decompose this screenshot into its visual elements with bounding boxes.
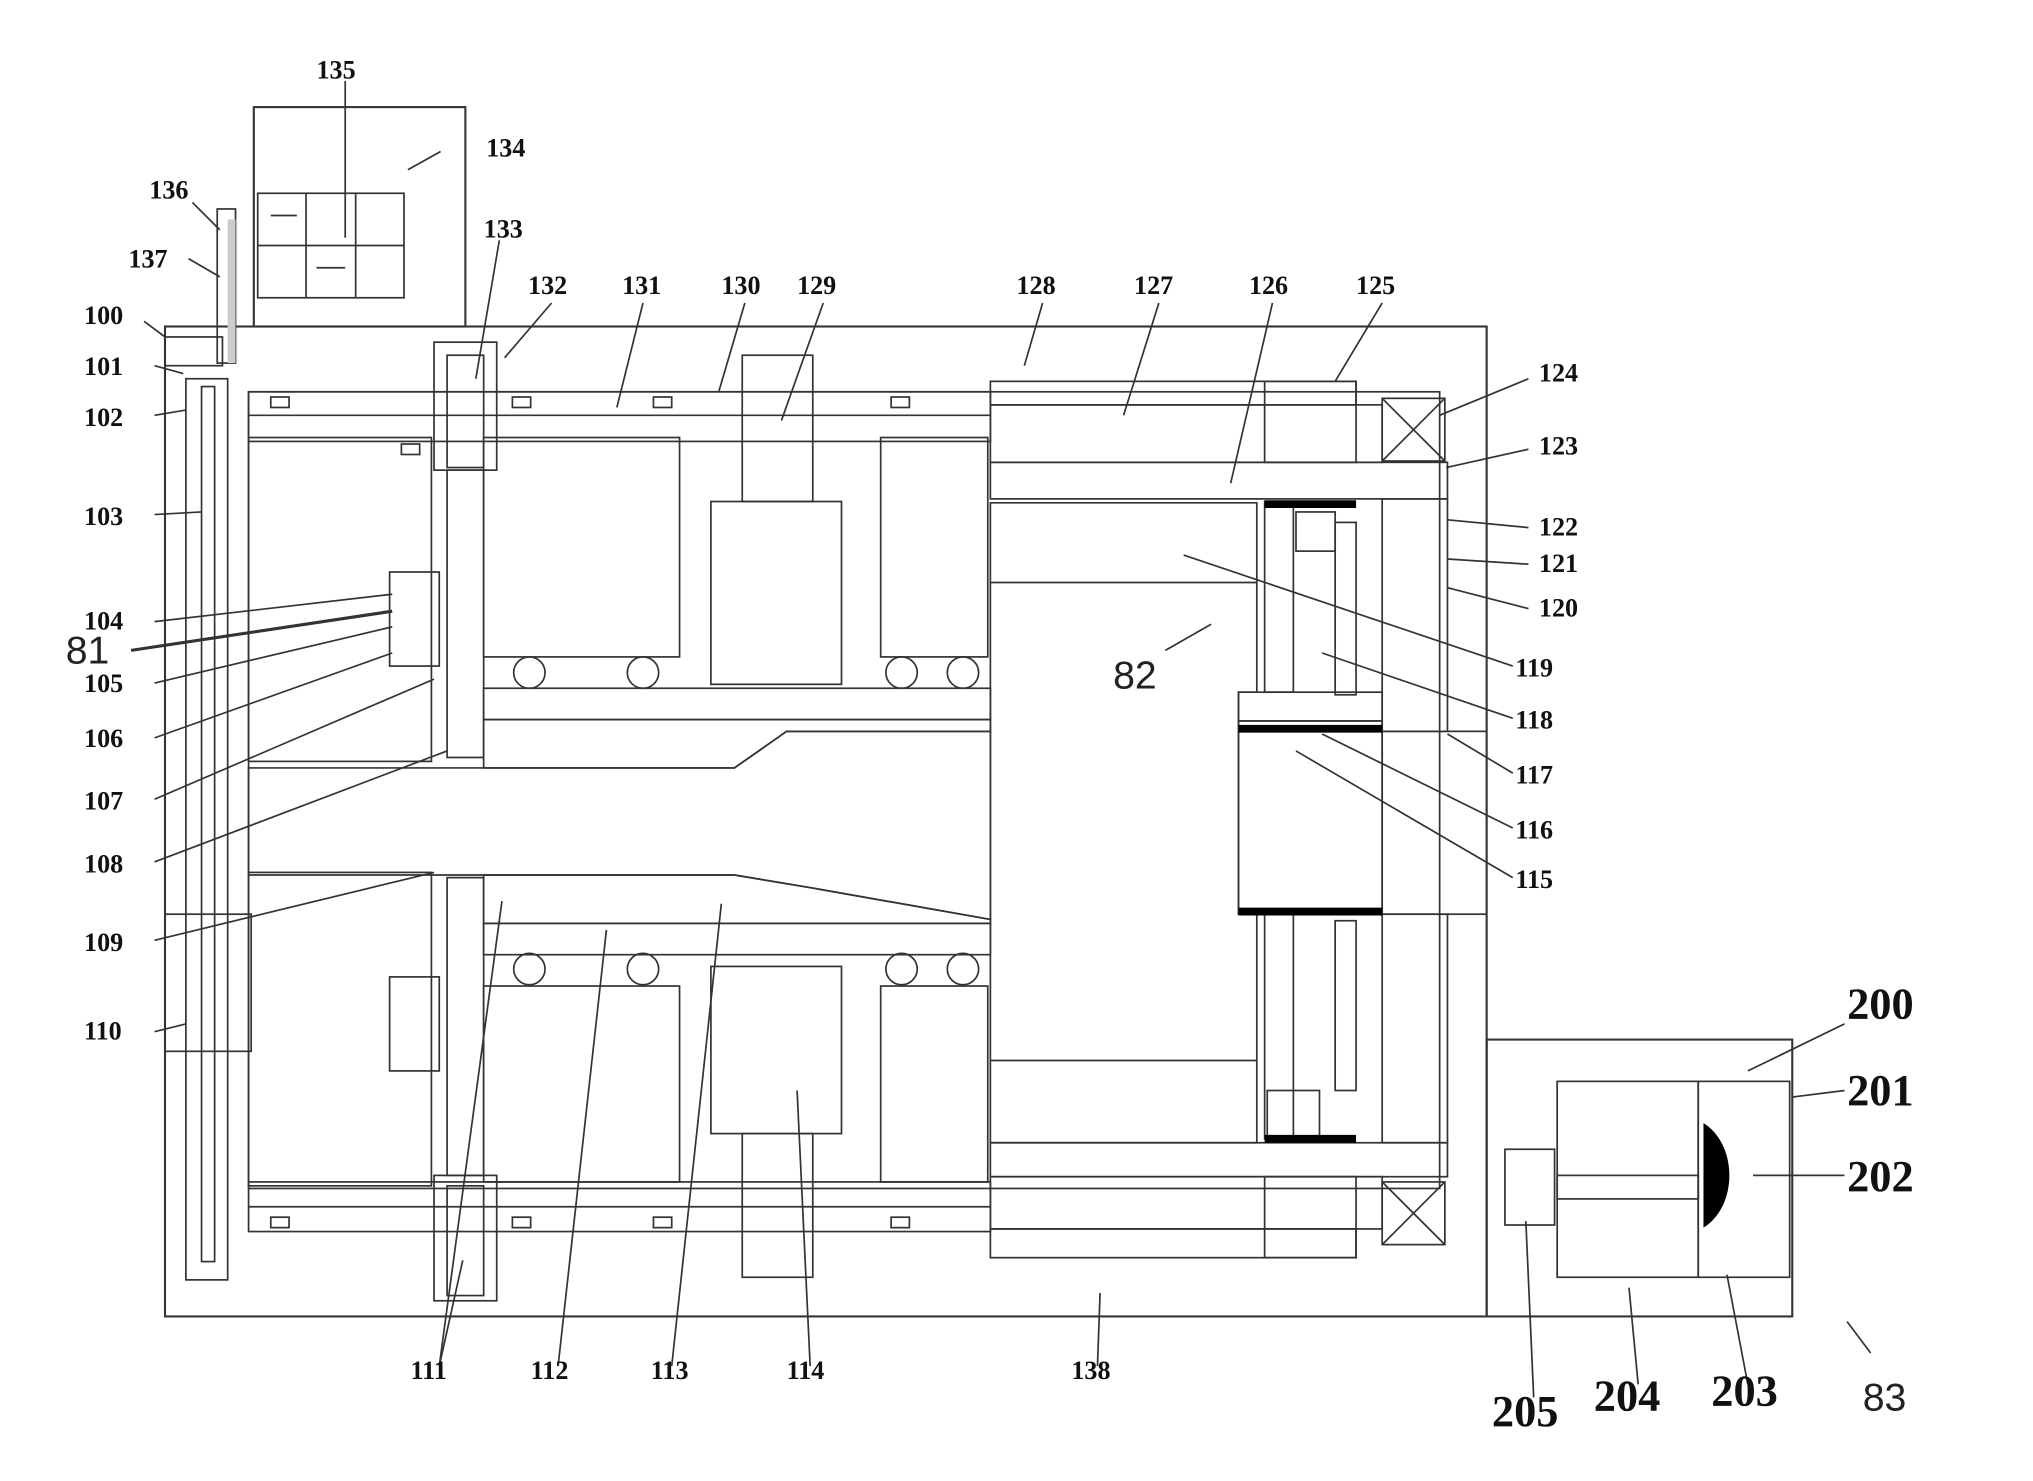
label-204: 204 bbox=[1594, 1370, 1661, 1420]
label-129: 129 bbox=[797, 271, 836, 300]
leader-lines bbox=[131, 81, 1871, 1397]
left-body bbox=[249, 438, 988, 1186]
label-105: 105 bbox=[84, 669, 123, 698]
bearing-balls bbox=[514, 657, 979, 985]
label-109: 109 bbox=[84, 928, 123, 957]
label-113: 113 bbox=[651, 1356, 689, 1385]
lead-screws bbox=[990, 381, 1447, 1257]
label-115: 115 bbox=[1515, 865, 1553, 894]
label-119: 119 bbox=[1515, 654, 1553, 683]
label-201: 201 bbox=[1847, 1065, 1914, 1115]
piston-assembly bbox=[1239, 499, 1487, 1143]
label-111: 111 bbox=[411, 1356, 447, 1385]
label-127: 127 bbox=[1134, 271, 1173, 300]
label-101: 101 bbox=[84, 352, 123, 381]
foot-assembly-200 bbox=[1505, 1081, 1790, 1277]
label-106: 106 bbox=[84, 724, 123, 753]
label-110: 110 bbox=[84, 1017, 122, 1046]
label-117: 117 bbox=[1515, 761, 1553, 790]
shafts bbox=[249, 392, 991, 1232]
label-116: 116 bbox=[1515, 815, 1553, 844]
label-136: 136 bbox=[149, 176, 188, 205]
label-134: 134 bbox=[486, 134, 525, 163]
label-200: 200 bbox=[1847, 979, 1914, 1029]
label-133: 133 bbox=[484, 215, 523, 244]
label-103: 103 bbox=[84, 502, 123, 531]
label-125: 125 bbox=[1356, 271, 1395, 300]
label-108: 108 bbox=[84, 849, 123, 878]
label-81: 81 bbox=[66, 629, 110, 672]
label-130: 130 bbox=[721, 271, 760, 300]
column-blocks bbox=[711, 355, 842, 1277]
label-121: 121 bbox=[1539, 549, 1578, 578]
label-126: 126 bbox=[1249, 271, 1288, 300]
label-205: 205 bbox=[1492, 1386, 1559, 1436]
vertical-shafts bbox=[434, 342, 497, 1301]
label-123: 123 bbox=[1539, 431, 1578, 460]
label-102: 102 bbox=[84, 403, 123, 432]
side-rails bbox=[165, 209, 236, 1280]
label-128: 128 bbox=[1017, 271, 1056, 300]
label-83: 83 bbox=[1863, 1376, 1907, 1419]
label-112: 112 bbox=[531, 1356, 569, 1385]
label-124: 124 bbox=[1539, 358, 1578, 387]
label-202: 202 bbox=[1847, 1151, 1914, 1201]
label-132: 132 bbox=[528, 271, 567, 300]
top-motor-134 bbox=[254, 107, 466, 326]
label-138: 138 bbox=[1071, 1356, 1110, 1385]
label-131: 131 bbox=[622, 271, 661, 300]
label-203: 203 bbox=[1711, 1365, 1778, 1415]
label-114: 114 bbox=[787, 1356, 825, 1385]
label-135: 135 bbox=[316, 55, 355, 84]
label-137: 137 bbox=[128, 245, 167, 274]
flow-channel bbox=[165, 731, 990, 1051]
label-107: 107 bbox=[84, 787, 123, 816]
label-118: 118 bbox=[1515, 706, 1553, 735]
chamber-138 bbox=[990, 503, 1256, 1143]
rotor-sleeves bbox=[484, 688, 991, 954]
label-82: 82 bbox=[1113, 654, 1157, 697]
label-120: 120 bbox=[1539, 593, 1578, 622]
label-100: 100 bbox=[84, 301, 123, 330]
label-122: 122 bbox=[1539, 512, 1578, 541]
